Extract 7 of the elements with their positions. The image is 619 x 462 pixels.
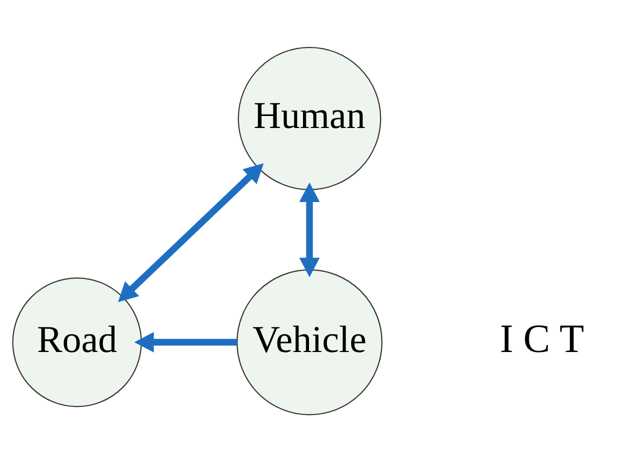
arrow bbox=[299, 182, 320, 278]
arrow bbox=[134, 332, 237, 353]
node-circle: Vehicle bbox=[236, 269, 382, 416]
arrow bbox=[118, 163, 264, 302]
node-circle: Road bbox=[12, 277, 142, 408]
node-circle: Human bbox=[238, 46, 382, 190]
label: I C T bbox=[500, 316, 584, 362]
